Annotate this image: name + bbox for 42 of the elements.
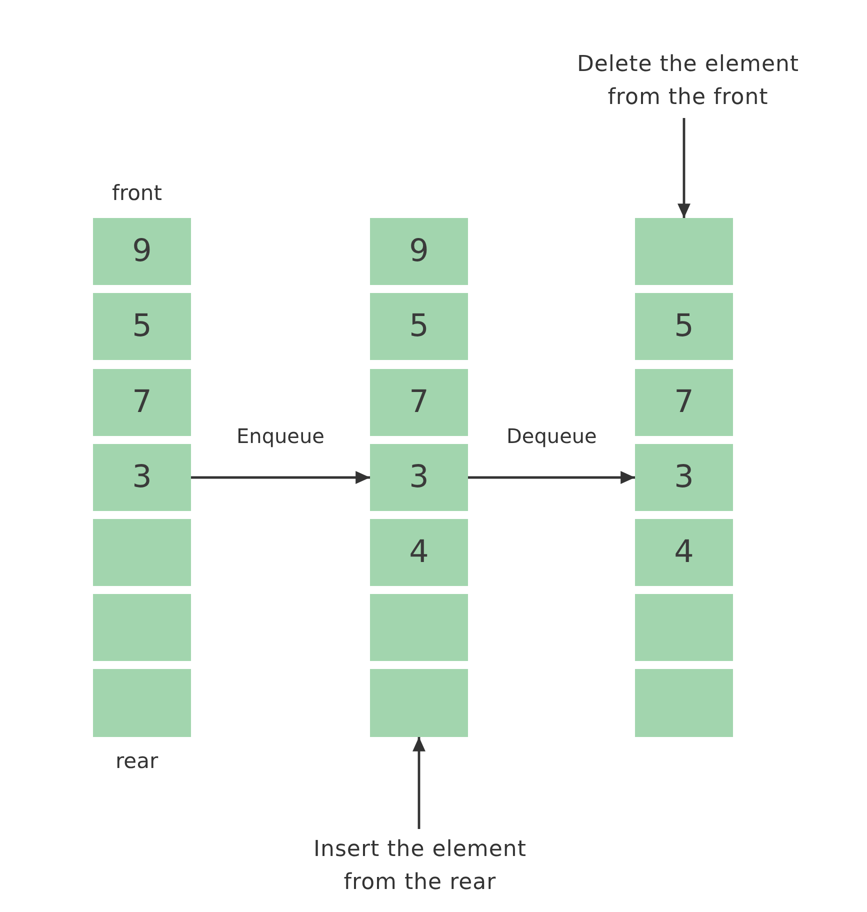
cell-value: 7: [674, 387, 694, 418]
queue-slot: [635, 369, 733, 436]
cell-value: 7: [132, 387, 152, 418]
cell-value: 9: [409, 236, 429, 267]
cell-value: 5: [132, 311, 152, 342]
queue-slot: [370, 293, 468, 360]
queue-slot: [635, 594, 733, 661]
queue-slot: [93, 594, 191, 661]
cell-value: 9: [132, 236, 152, 267]
end-label: front: [112, 181, 162, 206]
queue-slot: [370, 444, 468, 511]
arrow: [191, 471, 370, 484]
cell-value: 5: [674, 311, 694, 342]
queue-slot: [93, 369, 191, 436]
queue-slot: [93, 293, 191, 360]
queue-slot: [93, 669, 191, 737]
queue-slot: [635, 293, 733, 360]
cell-value: 7: [409, 387, 429, 418]
cell-value: 3: [674, 462, 694, 493]
cell-value: 4: [409, 537, 429, 568]
annotation-text: Delete the element from the front: [563, 48, 813, 114]
queue-slot: [370, 369, 468, 436]
cell-value: 4: [674, 537, 694, 568]
queue-slot: [370, 669, 468, 737]
arrow: [412, 737, 426, 829]
queue-slot: [93, 218, 191, 285]
queue-slot: [370, 218, 468, 285]
queue-slot: [370, 519, 468, 586]
queue-slot: [635, 519, 733, 586]
queue-slot: [93, 444, 191, 511]
arrow: [468, 471, 635, 484]
queue-slot: [635, 669, 733, 737]
arrow: [678, 118, 690, 218]
queue-slot: [635, 444, 733, 511]
end-label: rear: [116, 749, 158, 774]
cell-value: 3: [409, 462, 429, 493]
annotation-text: Insert the element from the rear: [295, 833, 545, 899]
cell-value: 3: [132, 462, 152, 493]
queue-slot: [635, 218, 733, 285]
queue-slot: [370, 594, 468, 661]
cell-value: 5: [409, 311, 429, 342]
queue-slot: [93, 519, 191, 586]
